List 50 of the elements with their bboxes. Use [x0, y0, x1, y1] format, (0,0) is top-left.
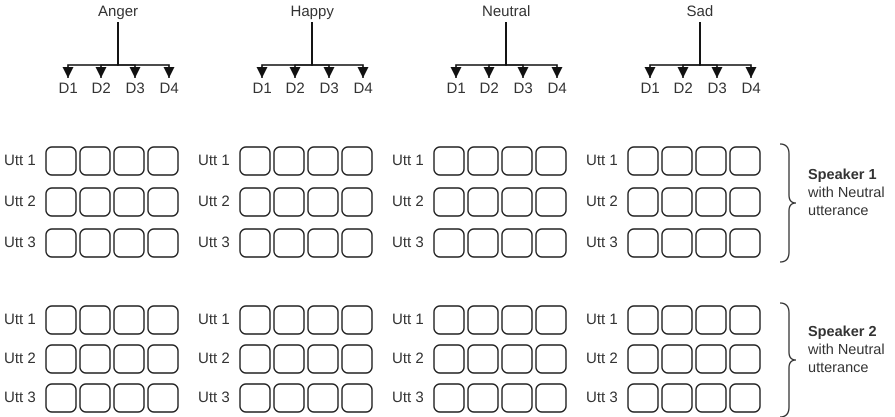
utterance-label: Utt 2	[392, 350, 424, 368]
utterance-label: Utt 3	[198, 389, 230, 407]
emotion-label: Anger	[98, 3, 138, 21]
emotion-label: Happy	[290, 3, 334, 21]
dimension-label: D1	[446, 80, 466, 98]
utterance-label: Utt 2	[198, 193, 230, 211]
dimension-label: D3	[708, 80, 727, 98]
emotion-label: Neutral	[482, 3, 530, 21]
speaker-note: Speaker 2 with Neutral utterance	[808, 323, 886, 377]
utterance-label: Utt 3	[198, 234, 230, 252]
utterance-label: Utt 2	[392, 193, 424, 211]
utterance-label: Utt 1	[198, 311, 230, 329]
dimension-label: D4	[160, 80, 179, 98]
dimension-label: D4	[354, 80, 373, 98]
utterance-label: Utt 2	[586, 193, 618, 211]
utterance-label: Utt 2	[198, 350, 230, 368]
dimension-label: D3	[320, 80, 339, 98]
dimension-label: D1	[252, 80, 272, 98]
utterance-label: Utt 3	[4, 389, 36, 407]
branch-arrow	[117, 22, 175, 78]
utterance-label: Utt 1	[392, 152, 424, 170]
dimension-label: D1	[58, 80, 78, 98]
dimension-label: D2	[674, 80, 693, 98]
speaker-note: Speaker 1 with Neutral utterance	[808, 166, 886, 220]
branch-arrow	[699, 22, 757, 78]
utterance-label: Utt 3	[586, 389, 618, 407]
utterance-label: Utt 3	[4, 234, 36, 252]
utterance-label: Utt 1	[586, 152, 618, 170]
utterance-label: Utt 1	[4, 311, 36, 329]
dimension-label: D2	[286, 80, 305, 98]
utterance-label: Utt 1	[392, 311, 424, 329]
utterance-label: Utt 1	[4, 152, 36, 170]
dimension-label: D4	[742, 80, 761, 98]
dimension-label: D3	[126, 80, 145, 98]
dimension-label: D2	[92, 80, 111, 98]
dimension-label: D4	[548, 80, 567, 98]
utterance-label: Utt 3	[392, 234, 424, 252]
utterance-label: Utt 1	[198, 152, 230, 170]
utterance-label: Utt 2	[4, 350, 36, 368]
dimension-label: D3	[514, 80, 533, 98]
dimension-label: D2	[480, 80, 499, 98]
utterance-label: Utt 2	[4, 193, 36, 211]
branch-arrow	[311, 22, 369, 78]
utterance-label: Utt 2	[586, 350, 618, 368]
branch-arrow	[505, 22, 563, 78]
utterance-label: Utt 1	[586, 311, 618, 329]
emotion-label: Sad	[686, 3, 714, 21]
utterance-label: Utt 3	[392, 389, 424, 407]
dimension-label: D1	[640, 80, 660, 98]
utterance-label: Utt 3	[586, 234, 618, 252]
